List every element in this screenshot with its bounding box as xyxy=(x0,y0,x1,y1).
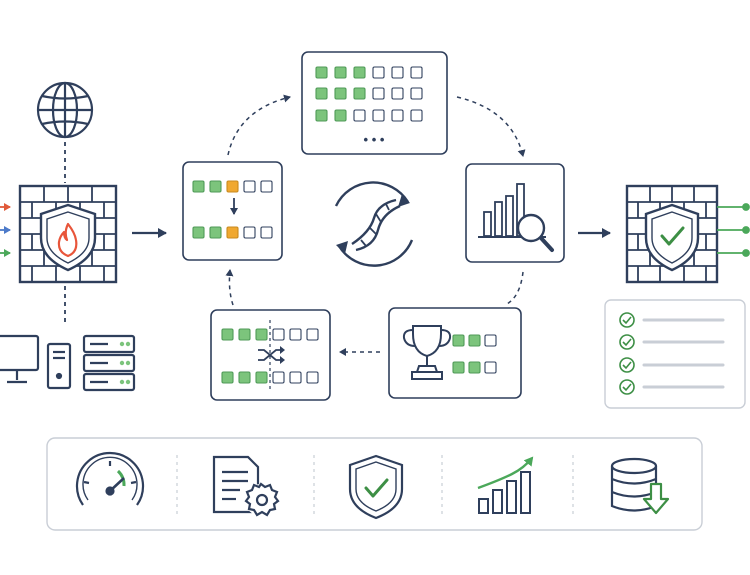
gene-square xyxy=(255,371,268,384)
gene-square xyxy=(221,371,234,384)
gene-square xyxy=(410,109,423,122)
benefits-panel xyxy=(46,437,703,531)
cycle-arrows xyxy=(225,94,526,356)
gene-square xyxy=(452,361,465,374)
gene-square xyxy=(372,87,385,100)
gene-square xyxy=(334,66,347,79)
mutation-icon xyxy=(182,161,283,261)
gene-square xyxy=(484,334,497,347)
gene-square xyxy=(353,87,366,100)
gene-square xyxy=(192,226,205,239)
crossover-icon xyxy=(210,309,331,401)
check-mark xyxy=(622,383,632,392)
check-mark xyxy=(622,316,632,325)
growth-chart-icon xyxy=(477,456,534,514)
globe-icon xyxy=(36,81,94,139)
shield-check-icon xyxy=(348,454,404,520)
gene-square xyxy=(334,109,347,122)
gene-square xyxy=(315,109,328,122)
gene-square xyxy=(226,180,239,193)
gene-square xyxy=(315,87,328,100)
firewall-shield-check-icon xyxy=(625,184,719,284)
dna-cycle-icon xyxy=(334,181,414,267)
gene-square xyxy=(209,226,222,239)
gene-square xyxy=(468,334,481,347)
gene-square xyxy=(452,334,465,347)
gene-square xyxy=(272,371,285,384)
gene-square xyxy=(289,371,302,384)
gene-square xyxy=(226,226,239,239)
gene-square xyxy=(255,328,268,341)
population-ellipsis: • • • xyxy=(364,132,385,147)
gene-square xyxy=(306,371,319,384)
outgoing-traffic-arrows xyxy=(717,203,750,257)
gene-square xyxy=(289,328,302,341)
gene-square xyxy=(372,109,385,122)
gene-square xyxy=(306,328,319,341)
gene-square xyxy=(391,109,404,122)
desktop-computer-icon xyxy=(0,334,72,390)
gene-square xyxy=(192,180,205,193)
database-download-icon xyxy=(610,457,670,515)
checklist-icon xyxy=(604,299,746,409)
document-gear-icon xyxy=(212,455,280,517)
gene-square xyxy=(391,87,404,100)
gene-square xyxy=(484,361,497,374)
gene-square xyxy=(468,361,481,374)
gene-square xyxy=(260,226,273,239)
gene-square xyxy=(243,226,256,239)
population-grid-icon: • • • xyxy=(301,51,448,155)
gene-square xyxy=(238,328,251,341)
check-mark xyxy=(622,361,632,370)
gene-square xyxy=(410,87,423,100)
gene-square xyxy=(260,180,273,193)
fitness-chart-icon xyxy=(465,163,565,263)
check-circle xyxy=(619,357,635,373)
incoming-traffic-arrows xyxy=(0,203,11,257)
check-circle xyxy=(619,334,635,350)
server-stack-icon xyxy=(82,334,136,392)
gene-square xyxy=(272,328,285,341)
speedometer-icon xyxy=(75,452,145,506)
gene-square xyxy=(334,87,347,100)
gene-square xyxy=(243,180,256,193)
check-circle xyxy=(619,379,635,395)
gene-square xyxy=(353,109,366,122)
check-mark xyxy=(622,338,632,347)
gene-square xyxy=(353,66,366,79)
firewall-fire-icon xyxy=(18,184,118,284)
gene-square xyxy=(209,180,222,193)
gene-square xyxy=(391,66,404,79)
check-circle xyxy=(619,312,635,328)
selection-trophy-icon xyxy=(388,307,522,399)
gene-square xyxy=(410,66,423,79)
gene-square xyxy=(315,66,328,79)
gene-square xyxy=(372,66,385,79)
gene-square xyxy=(238,371,251,384)
gene-square xyxy=(221,328,234,341)
